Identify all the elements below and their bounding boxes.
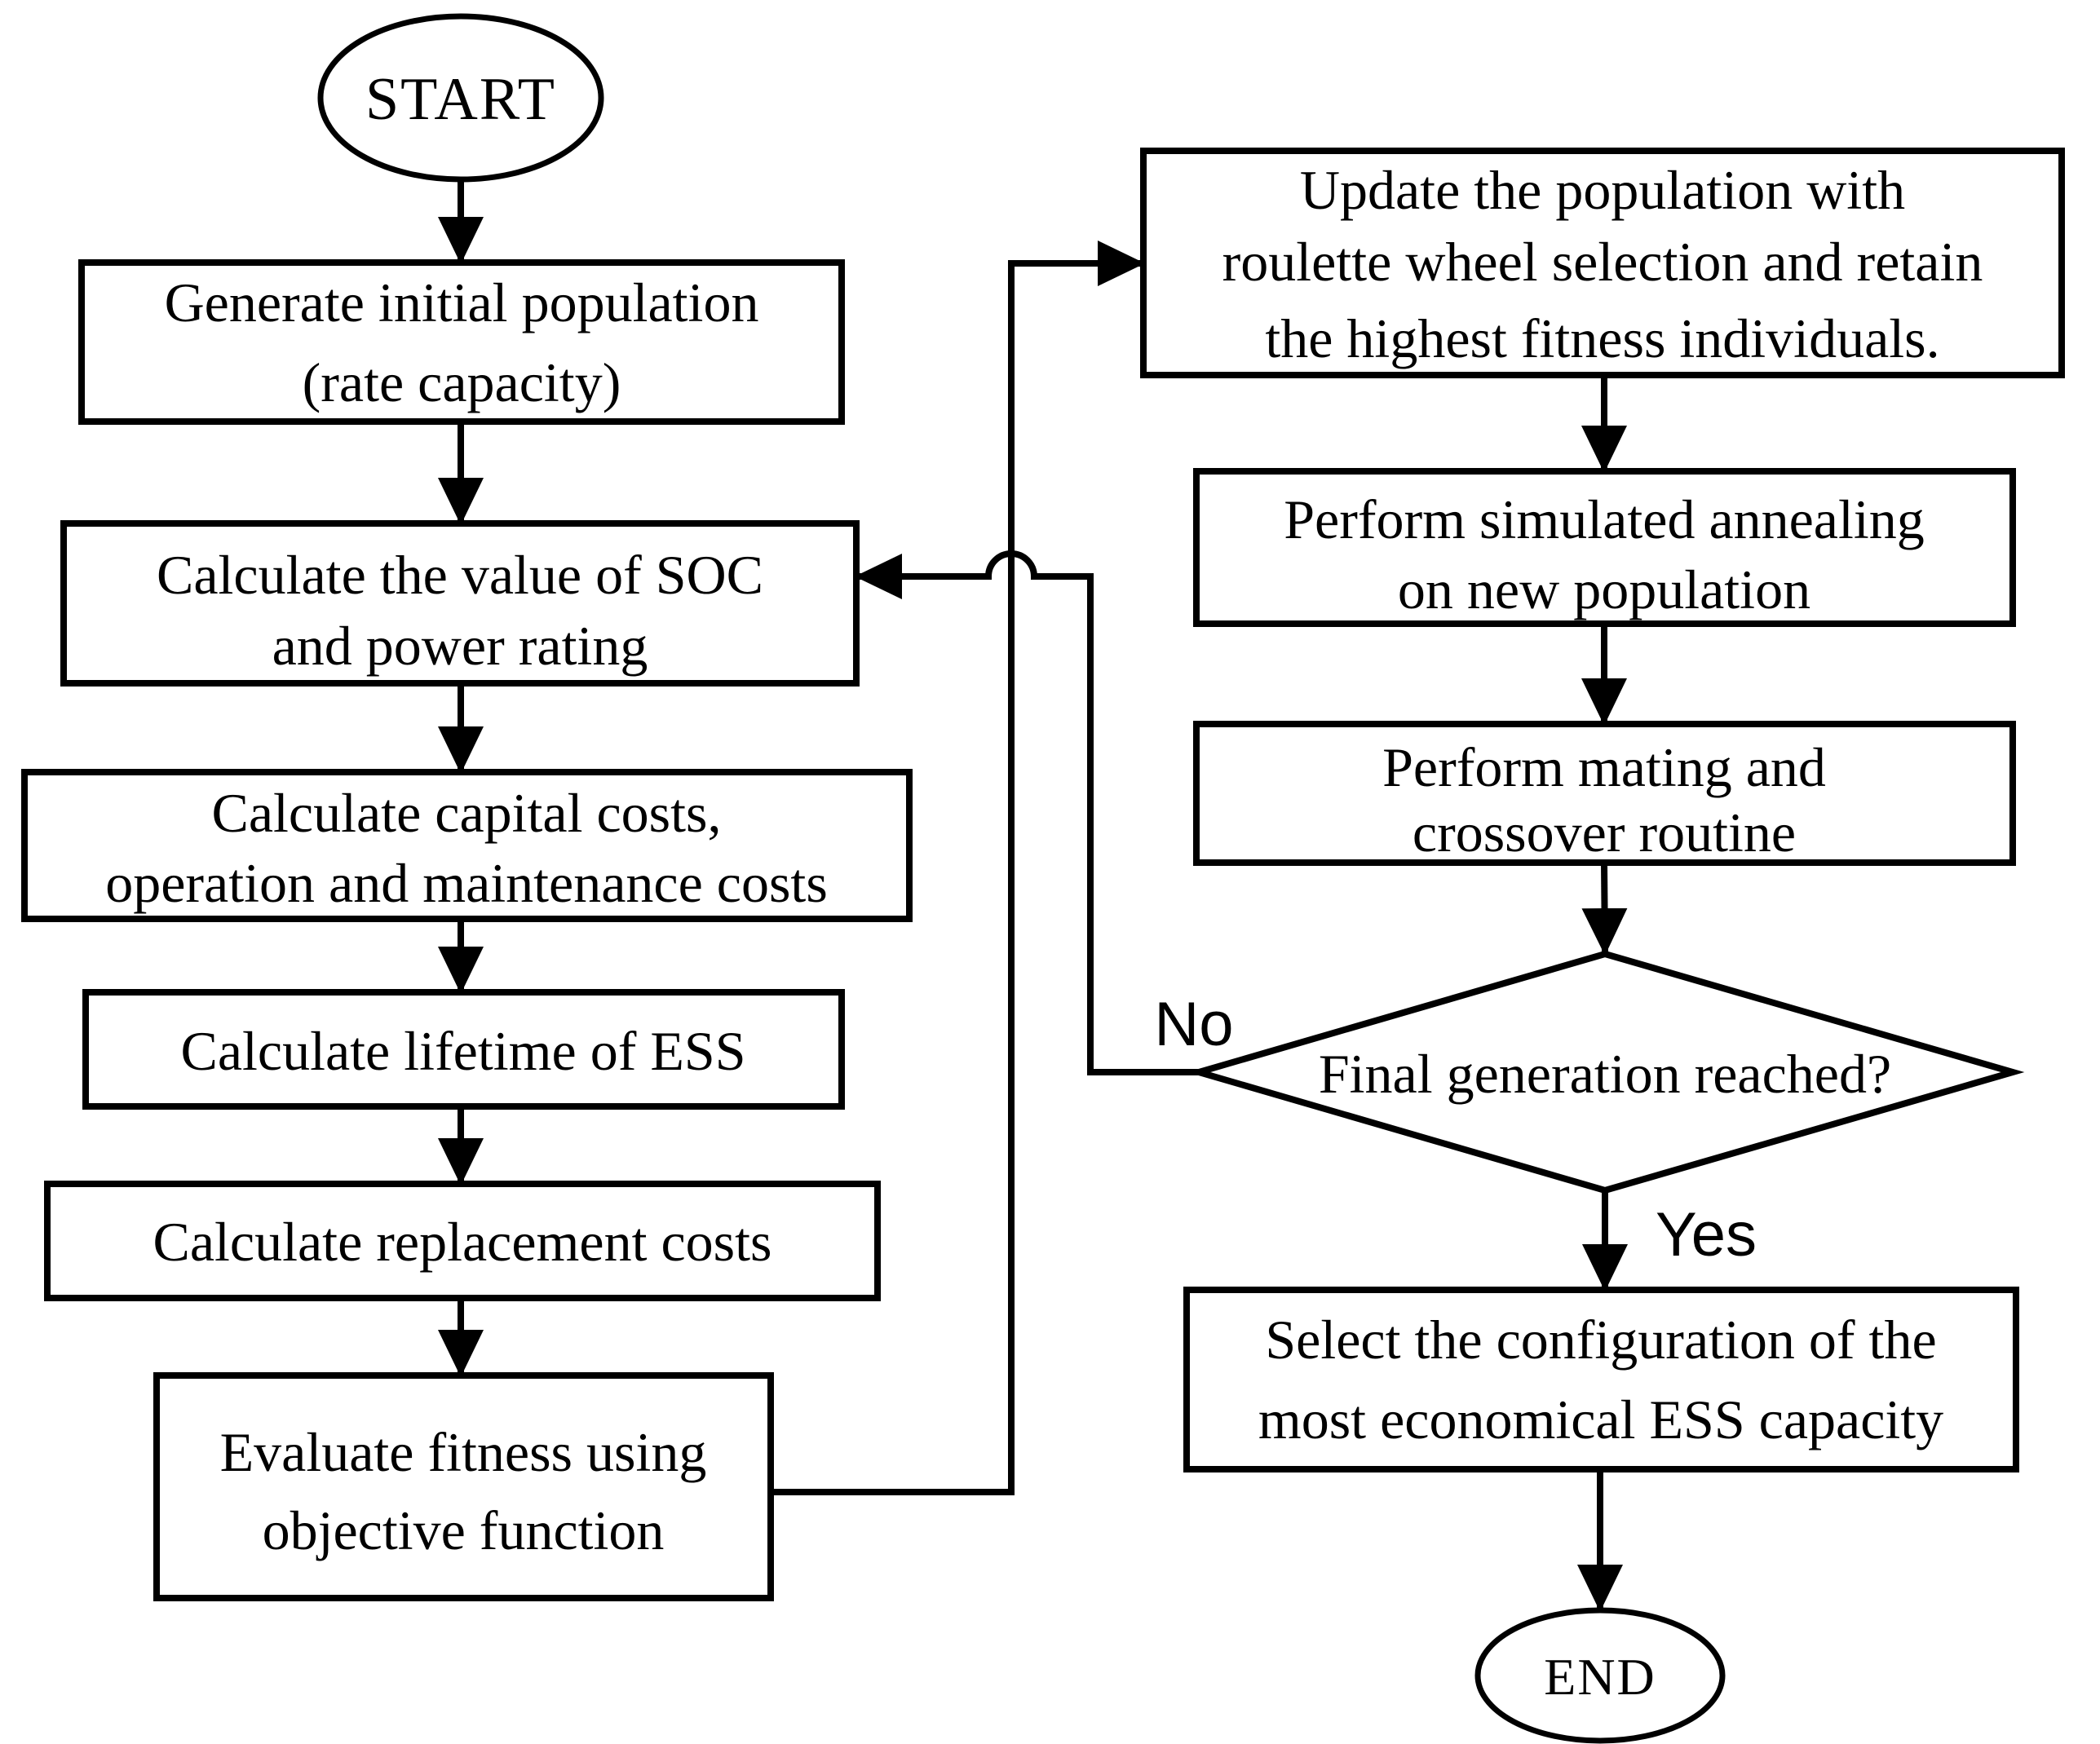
- edges: [438, 179, 1628, 1612]
- generate-initial-population-line2: (rate capacity): [303, 351, 621, 413]
- calculate-replacement-costs-box: [44, 1181, 881, 1301]
- edge-mating-to-decision-arrow: [1581, 862, 1628, 956]
- calculate-soc-box: [60, 520, 860, 687]
- evaluate-fitness-line2: objective function: [263, 1499, 665, 1561]
- calculate-capital-costs-line2: operation and maintenance costs: [105, 852, 828, 914]
- edge-label-no: No: [1154, 990, 1233, 1059]
- update-population-line1: Update the population with: [1300, 159, 1905, 221]
- simulated-annealing-line1: Perform simulated annealing: [1284, 488, 1925, 550]
- simulated-annealing-line2: on new population: [1398, 559, 1810, 620]
- node-mating-crossover: Perform mating and crossover routine: [1193, 721, 2016, 866]
- final-generation-diamond: [1187, 950, 2025, 1194]
- edge-decision-no-to-soc-arrow: [855, 550, 1199, 1075]
- calculate-lifetime-box: [82, 989, 845, 1110]
- generate-initial-population-box: [78, 259, 845, 425]
- start-terminal-label: START: [365, 66, 556, 133]
- node-simulated-annealing: Perform simulated annealing on new popul…: [1193, 468, 2016, 627]
- edge-label-yes: Yes: [1656, 1200, 1757, 1269]
- evaluate-fitness-line1: Evaluate fitness using: [220, 1421, 707, 1483]
- end-terminal-shape: [1474, 1607, 1726, 1744]
- update-population-line3: the highest fitness individuals.: [1265, 307, 1939, 369]
- calculate-capital-costs-box: [21, 769, 913, 922]
- end-terminal-label: END: [1544, 1648, 1656, 1706]
- edge-fitness-to-update-arrow: [771, 241, 1145, 1495]
- node-calculate-capital-costs: Calculate capital costs, operation and m…: [21, 769, 913, 922]
- node-calculate-soc: Calculate the value of SOC and power rat…: [60, 520, 860, 687]
- evaluate-fitness-box: [153, 1372, 774, 1601]
- node-calculate-replacement-costs: Calculate replacement costs: [44, 1181, 881, 1301]
- generate-initial-population-line1: Generate initial population: [165, 272, 759, 333]
- calculate-capital-costs-line1: Calculate capital costs,: [212, 782, 722, 844]
- node-evaluate-fitness: Evaluate fitness using objective functio…: [153, 1372, 774, 1601]
- select-configuration-box: [1183, 1287, 2019, 1472]
- calculate-soc-line2: and power rating: [272, 615, 648, 677]
- node-calculate-lifetime: Calculate lifetime of ESS: [82, 989, 845, 1110]
- mating-crossover-line1: Perform mating and: [1382, 736, 1826, 798]
- mating-crossover-box: [1193, 721, 2016, 866]
- node-select-configuration: Select the configuration of the most eco…: [1183, 1287, 2019, 1472]
- final-generation-label: Final generation reached?: [1319, 1043, 1891, 1105]
- node-update-population: Update the population with roulette whee…: [1140, 148, 2065, 378]
- simulated-annealing-box: [1193, 468, 2016, 627]
- calculate-replacement-costs-label: Calculate replacement costs: [153, 1211, 772, 1273]
- node-generate-initial-population: Generate initial population (rate capaci…: [78, 259, 845, 425]
- update-population-line2: roulette wheel selection and retain: [1222, 231, 1983, 293]
- calculate-lifetime-label: Calculate lifetime of ESS: [180, 1020, 745, 1082]
- update-population-box: [1140, 148, 2065, 378]
- select-configuration-line2: most economical ESS capacity: [1258, 1389, 1943, 1450]
- node-end: END: [1474, 1607, 1726, 1744]
- select-configuration-line1: Select the configuration of the: [1265, 1309, 1936, 1371]
- mating-crossover-line2: crossover routine: [1413, 801, 1796, 863]
- start-terminal-shape: [317, 13, 604, 183]
- calculate-soc-line1: Calculate the value of SOC: [157, 544, 763, 606]
- node-final-generation-decision: Final generation reached?: [1187, 950, 2025, 1194]
- node-start: START: [317, 13, 604, 183]
